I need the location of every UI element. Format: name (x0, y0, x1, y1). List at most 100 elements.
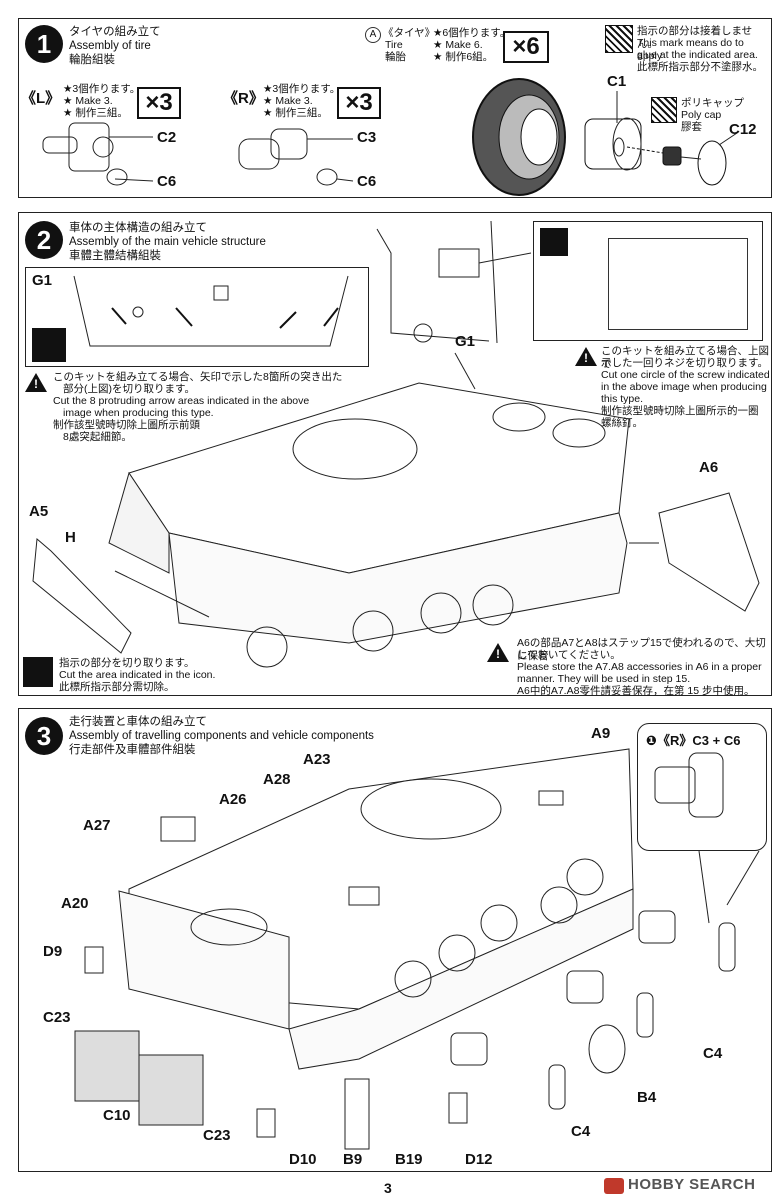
store-note-4: manner. They will be used in step 15. (517, 673, 691, 685)
g1-inset-label: G1 (32, 272, 53, 289)
label-c1: C1 (607, 73, 627, 90)
tire-make-line-2: ★ Make 6. (433, 39, 483, 51)
page-number: 3 (384, 1180, 392, 1196)
left-tag: 《L》 (21, 90, 61, 107)
no-glue-line-2: This mark means do to apply (637, 37, 744, 62)
label-a9: A9 (591, 725, 611, 742)
store-note-5: A6中的A7.A8零件請妥善保存，在第 15 步中使用。 (517, 685, 755, 697)
tire-make-line-1: ★6個作ります。 (433, 27, 511, 39)
tire-name-en: Tire (385, 39, 403, 51)
label-d10: D10 (289, 1151, 317, 1168)
label-c3: C3 (357, 129, 377, 146)
callout-box: ❶《R》C3 + C6 (637, 723, 767, 851)
screw-note-5: this type. (601, 393, 644, 405)
label-c10: C10 (103, 1107, 131, 1124)
watermark-logo (604, 1178, 624, 1194)
step1-title-en: Assembly of tire (69, 40, 151, 52)
screw-note-1: このキットを組み立てる場合、上図で (601, 345, 769, 370)
step3-title-ja: 走行装置と車体の組み立て (69, 716, 207, 728)
g1-inset: G1 (25, 267, 369, 367)
cut-icon-note-2: Cut the area indicated in the icon. (59, 669, 216, 681)
cut-warning-icon: ! (25, 373, 47, 392)
label-a6: A6 (699, 459, 719, 476)
store-note-2: しておいてください。 (517, 649, 621, 661)
label-h: H (65, 529, 76, 546)
label-a27: A27 (83, 817, 111, 834)
step2-number: 2 (25, 221, 63, 259)
label-b19: B19 (395, 1151, 423, 1168)
label-a28: A28 (263, 771, 291, 788)
label-a5: A5 (29, 503, 49, 520)
left-make-line-1: ★3個作ります。 (63, 83, 141, 95)
cut-icon-note-3: 此標所指示部分需切除。 (59, 681, 175, 693)
right-hub-drawing (238, 128, 354, 186)
left-hub-drawing (42, 122, 154, 186)
screw-panel-drawing (608, 238, 748, 330)
right-make-line-3: ★ 制作三組。 (263, 107, 328, 119)
hull-drawing (32, 352, 760, 668)
store-warning-icon: ! (487, 643, 509, 662)
store-note-3: Please store the A7.A8 accessories in A6… (517, 661, 762, 673)
label-d12: D12 (465, 1151, 493, 1168)
label-g1: G1 (455, 333, 476, 350)
cut-note-6: 8處突起細節。 (63, 431, 132, 443)
cut-note-1: このキットを組み立てる場合、矢印で示した8箇所の突き出た (53, 371, 343, 383)
label-d9: D9 (43, 943, 63, 960)
right-make-line-2: ★ Make 3. (263, 95, 313, 107)
step2-title-ja: 車体の主体構造の組み立て (69, 222, 207, 234)
screw-note-4: in the above image when producing (601, 381, 767, 393)
cut-icon-note-1: 指示の部分を切り取ります。 (59, 657, 195, 669)
label-a20: A20 (61, 895, 89, 912)
right-tag: 《R》 (223, 90, 264, 107)
left-make-line-3: ★ 制作三組。 (63, 107, 128, 119)
left-count-box: ×3 (137, 87, 181, 119)
cut-note-2: 部分(上図)を切り取ります。 (63, 383, 195, 395)
step2-title-zh: 車體主體結構組裝 (69, 250, 161, 262)
tire-count-box: ×6 (503, 31, 549, 63)
label-a23: A23 (303, 751, 331, 768)
no-glue-line-4: 此標所指示部分不塗膠水。 (637, 61, 763, 73)
label-b4: B4 (637, 1089, 657, 1106)
watermark: HOBBY SEARCH (628, 1176, 756, 1193)
cut-note-3: Cut the 8 protruding arrow areas indicat… (53, 395, 310, 407)
cut-note-5: 制作該型號時切除上圖所示前頭 (53, 419, 200, 431)
right-count-box: ×3 (337, 87, 381, 119)
step3-title-en: Assembly of travelling components and ve… (69, 730, 374, 742)
label-c23-upper: C23 (43, 1009, 71, 1026)
label-c4-lower: C4 (571, 1123, 591, 1140)
step3-title-zh: 行走部件及車體部件組裝 (69, 744, 196, 756)
store-note-1: A6の部品A7とA8はステップ15で使われるので、大切に保管 (517, 637, 766, 662)
polycap-line-2: Poly cap (681, 109, 722, 121)
label-c23-lower: C23 (203, 1127, 231, 1144)
tire-mark-circle: A (365, 27, 381, 43)
polycap-line-1: ポリキャップ (681, 97, 744, 109)
tire-drawing (472, 78, 738, 196)
step3-number: 3 (25, 717, 63, 755)
label-b9: B9 (343, 1151, 363, 1168)
no-glue-line-1: 指示の部分は接着しません。 (637, 25, 753, 50)
no-glue-line-3: glue at the indicated area. (637, 49, 758, 61)
tire-make-line-3: ★ 制作6組。 (433, 51, 494, 63)
tire-name-ja: 《タイヤ》 (383, 27, 436, 39)
step1-number: 1 (25, 25, 63, 63)
step1-title-ja: タイヤの組み立て (69, 26, 161, 38)
label-c2: C2 (157, 129, 177, 146)
cut-note-4: image when producing this type. (63, 407, 214, 419)
label-a26: A26 (219, 791, 247, 808)
no-glue-icon (605, 25, 633, 53)
screw-warning-icon: ! (575, 347, 597, 366)
step1-drawing (42, 78, 738, 196)
label-c12: C12 (729, 121, 757, 138)
right-make-line-1: ★3個作ります。 (263, 83, 341, 95)
label-c6-left: C6 (157, 173, 177, 190)
g1-inset-drawing (73, 275, 349, 347)
step1-title-zh: 輪胎組裝 (69, 54, 115, 66)
callout-title: ❶《R》C3 + C6 (646, 733, 741, 748)
screw-note-3: Cut one circle of the screw indicated (601, 369, 770, 381)
hatch-detail-drawing (376, 220, 532, 344)
tire-name-zh: 輪胎 (385, 51, 406, 63)
step2-panel: 2 車体の主体構造の組み立て Assembly of the main vehi… (18, 212, 772, 697)
label-c6-right: C6 (357, 173, 377, 190)
step2-drawing (32, 220, 760, 668)
step2-title-en: Assembly of the main vehicle structure (69, 236, 266, 248)
